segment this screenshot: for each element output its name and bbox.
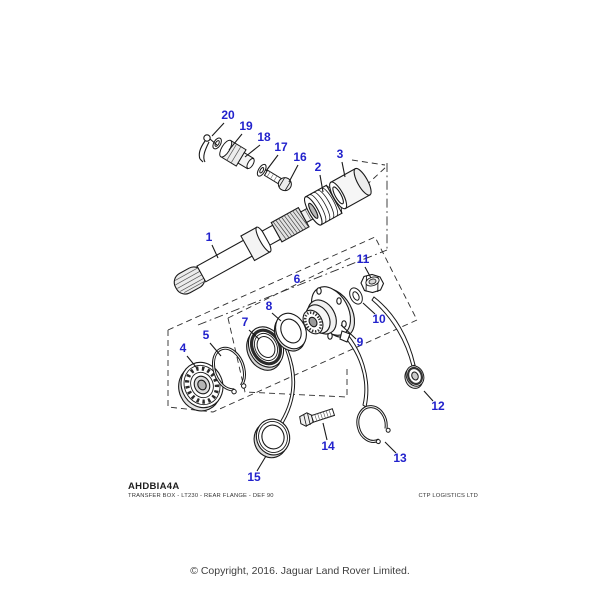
- leader-line-12: [423, 390, 434, 402]
- small-parts-row: [212, 137, 292, 192]
- part-12-sealing-ring: [404, 365, 425, 389]
- callout-5: 5: [203, 328, 210, 342]
- copyright-notice: © Copyright, 2016. Jaguar Land Rover Lim…: [190, 565, 410, 577]
- leader-line-17: [265, 154, 279, 172]
- callout-2: 2: [315, 160, 322, 174]
- part-7-oil-seal: [246, 326, 285, 371]
- part-2-ribbed-collar: [303, 184, 343, 226]
- construction-lines: [167, 159, 418, 413]
- leader-line-2: [319, 174, 324, 193]
- drawing-subtitle: TRANSFER BOX - LT230 - REAR FLANGE - DEF…: [128, 493, 274, 499]
- callout-16: 16: [293, 150, 307, 164]
- leader-line-3: [341, 161, 346, 178]
- callout-14: 14: [321, 439, 335, 453]
- callout-12: 12: [431, 399, 445, 413]
- kit-box-outer: [167, 236, 418, 413]
- leader-line-8: [271, 312, 282, 322]
- part-14-bolt: [299, 408, 336, 427]
- leader-line-15: [256, 455, 267, 472]
- part-11-nut: [360, 273, 385, 294]
- leader-line-1: [211, 244, 219, 259]
- wire-to-snapring13: [337, 326, 369, 408]
- part-15-seal: [253, 418, 291, 459]
- leader-line-19: [228, 133, 243, 151]
- callout-3: 3: [337, 147, 344, 161]
- part-1-output-shaft: [173, 201, 325, 295]
- callout-6: 6: [294, 272, 301, 286]
- callout-20: 20: [221, 108, 235, 122]
- callout-4: 4: [180, 341, 187, 355]
- leader-line-4: [186, 355, 197, 368]
- part-18-plunger: [219, 139, 255, 170]
- leader-line-14: [322, 422, 328, 441]
- callout-18: 18: [257, 130, 271, 144]
- callout-11: 11: [357, 252, 370, 266]
- part-5-circlip: [211, 346, 247, 395]
- callout-7: 7: [242, 315, 249, 329]
- callout-13: 13: [393, 451, 407, 465]
- leader-line-11: [364, 266, 372, 279]
- part-10-washer: [349, 287, 363, 305]
- part-3-spacer: [329, 167, 372, 210]
- callout-19: 19: [239, 119, 253, 133]
- part-8-gasket: [273, 312, 307, 352]
- leader-line-18: [244, 144, 261, 158]
- leader-line-9: [340, 324, 357, 340]
- callout-15: 15: [247, 470, 261, 484]
- callout-9: 9: [357, 335, 364, 349]
- callout-17: 17: [274, 140, 288, 154]
- part-13-snap-ring: [356, 405, 391, 445]
- leader-line-16: [288, 164, 299, 183]
- drawing-code: AHDBIA4A: [128, 481, 180, 492]
- leader-line-20: [211, 122, 225, 137]
- part-9-drive-flange: [302, 286, 356, 343]
- callout-10: 10: [372, 312, 386, 326]
- kit-box-inner-bottom: [227, 317, 348, 398]
- wire-to-ring12: [371, 296, 416, 367]
- leader-line-13: [384, 441, 397, 454]
- leader-line-10: [362, 302, 376, 315]
- part-17-disc: [256, 163, 267, 177]
- part-20-split-pin: [198, 134, 218, 163]
- part-16-bolt: [263, 169, 292, 192]
- callout-8: 8: [266, 299, 273, 313]
- kit-box-inner-top: [227, 256, 353, 319]
- part-4-bearing: [178, 361, 224, 412]
- leader-line-7: [248, 329, 260, 340]
- leader-line-5: [209, 342, 222, 357]
- callout-1: 1: [206, 230, 213, 244]
- dashdot-axis: [197, 249, 388, 326]
- dashed-line-upper-top: [351, 159, 386, 166]
- logistics-credit: CTP LOGISTICS LTD: [418, 493, 478, 499]
